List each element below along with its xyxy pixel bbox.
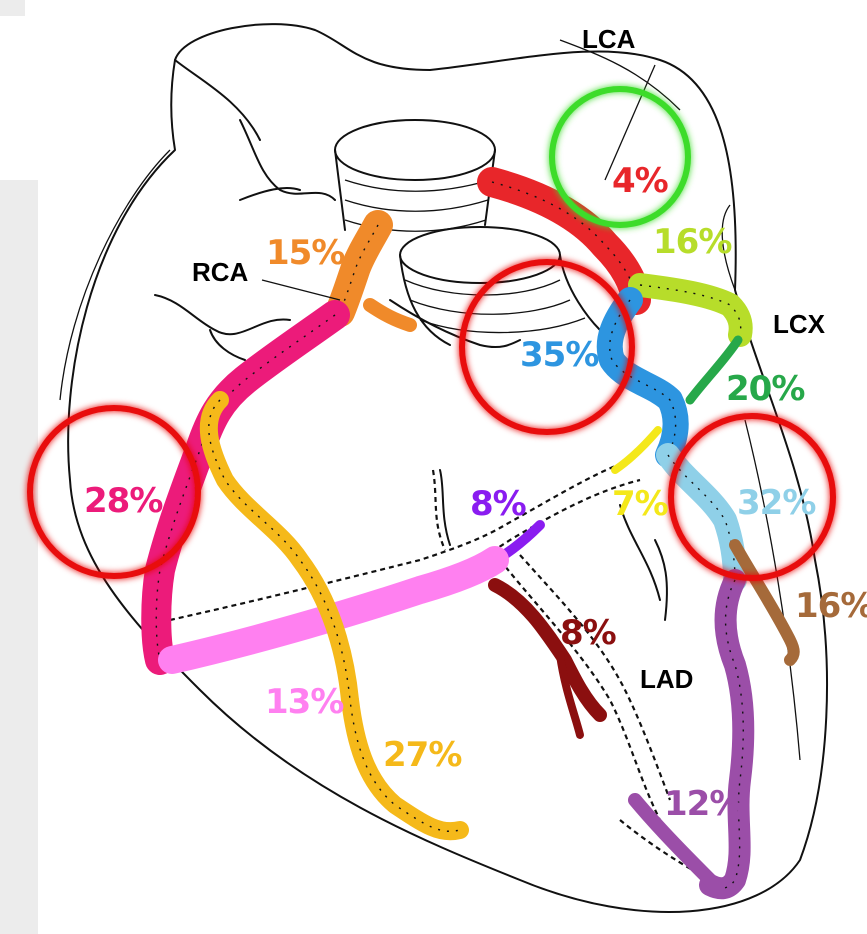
segment-lcx-proximal bbox=[640, 285, 741, 335]
label-lad: LAD bbox=[640, 664, 693, 694]
label-rca: RCA bbox=[192, 257, 249, 287]
pct-lca-main: 4% bbox=[612, 161, 668, 201]
pct-septal: 8% bbox=[470, 484, 526, 524]
highlight-circle-lca bbox=[552, 89, 688, 225]
segment-rca-mid bbox=[156, 315, 335, 660]
pct-lad-distal: 12% bbox=[664, 784, 742, 824]
pct-lad-mid: 32% bbox=[737, 483, 815, 523]
aorta bbox=[335, 120, 495, 231]
segment-lad-proximal bbox=[610, 300, 676, 455]
artery-segments bbox=[156, 182, 794, 888]
pct-diagonal-2: 8% bbox=[560, 613, 616, 653]
svc-line bbox=[175, 60, 260, 140]
segment-lad-distal bbox=[710, 580, 743, 888]
segment-diagonal-1 bbox=[615, 430, 658, 470]
pct-lcx-distal: 20% bbox=[726, 369, 804, 409]
pct-rca-proximal: 15% bbox=[266, 233, 344, 273]
background-panel bbox=[0, 180, 38, 934]
segment-obtuse-marginal bbox=[735, 545, 794, 660]
pct-rca-mid: 28% bbox=[84, 481, 162, 521]
label-lcx: LCX bbox=[773, 309, 826, 339]
heart-outline bbox=[60, 24, 827, 912]
background-panel-top bbox=[0, 0, 25, 16]
pct-lad-proximal: 35% bbox=[520, 335, 598, 375]
label-lca: LCA bbox=[582, 24, 636, 54]
rca-leader-line bbox=[262, 280, 340, 300]
pct-diagonal-1: 7% bbox=[612, 484, 668, 524]
pct-obtuse-marginal: 16% bbox=[795, 586, 867, 626]
pct-acute-marginal: 27% bbox=[383, 735, 461, 775]
pct-lcx-proximal: 16% bbox=[653, 222, 731, 262]
pct-posterior-descending: 13% bbox=[265, 682, 343, 722]
pulmonary-trunk bbox=[400, 227, 600, 345]
